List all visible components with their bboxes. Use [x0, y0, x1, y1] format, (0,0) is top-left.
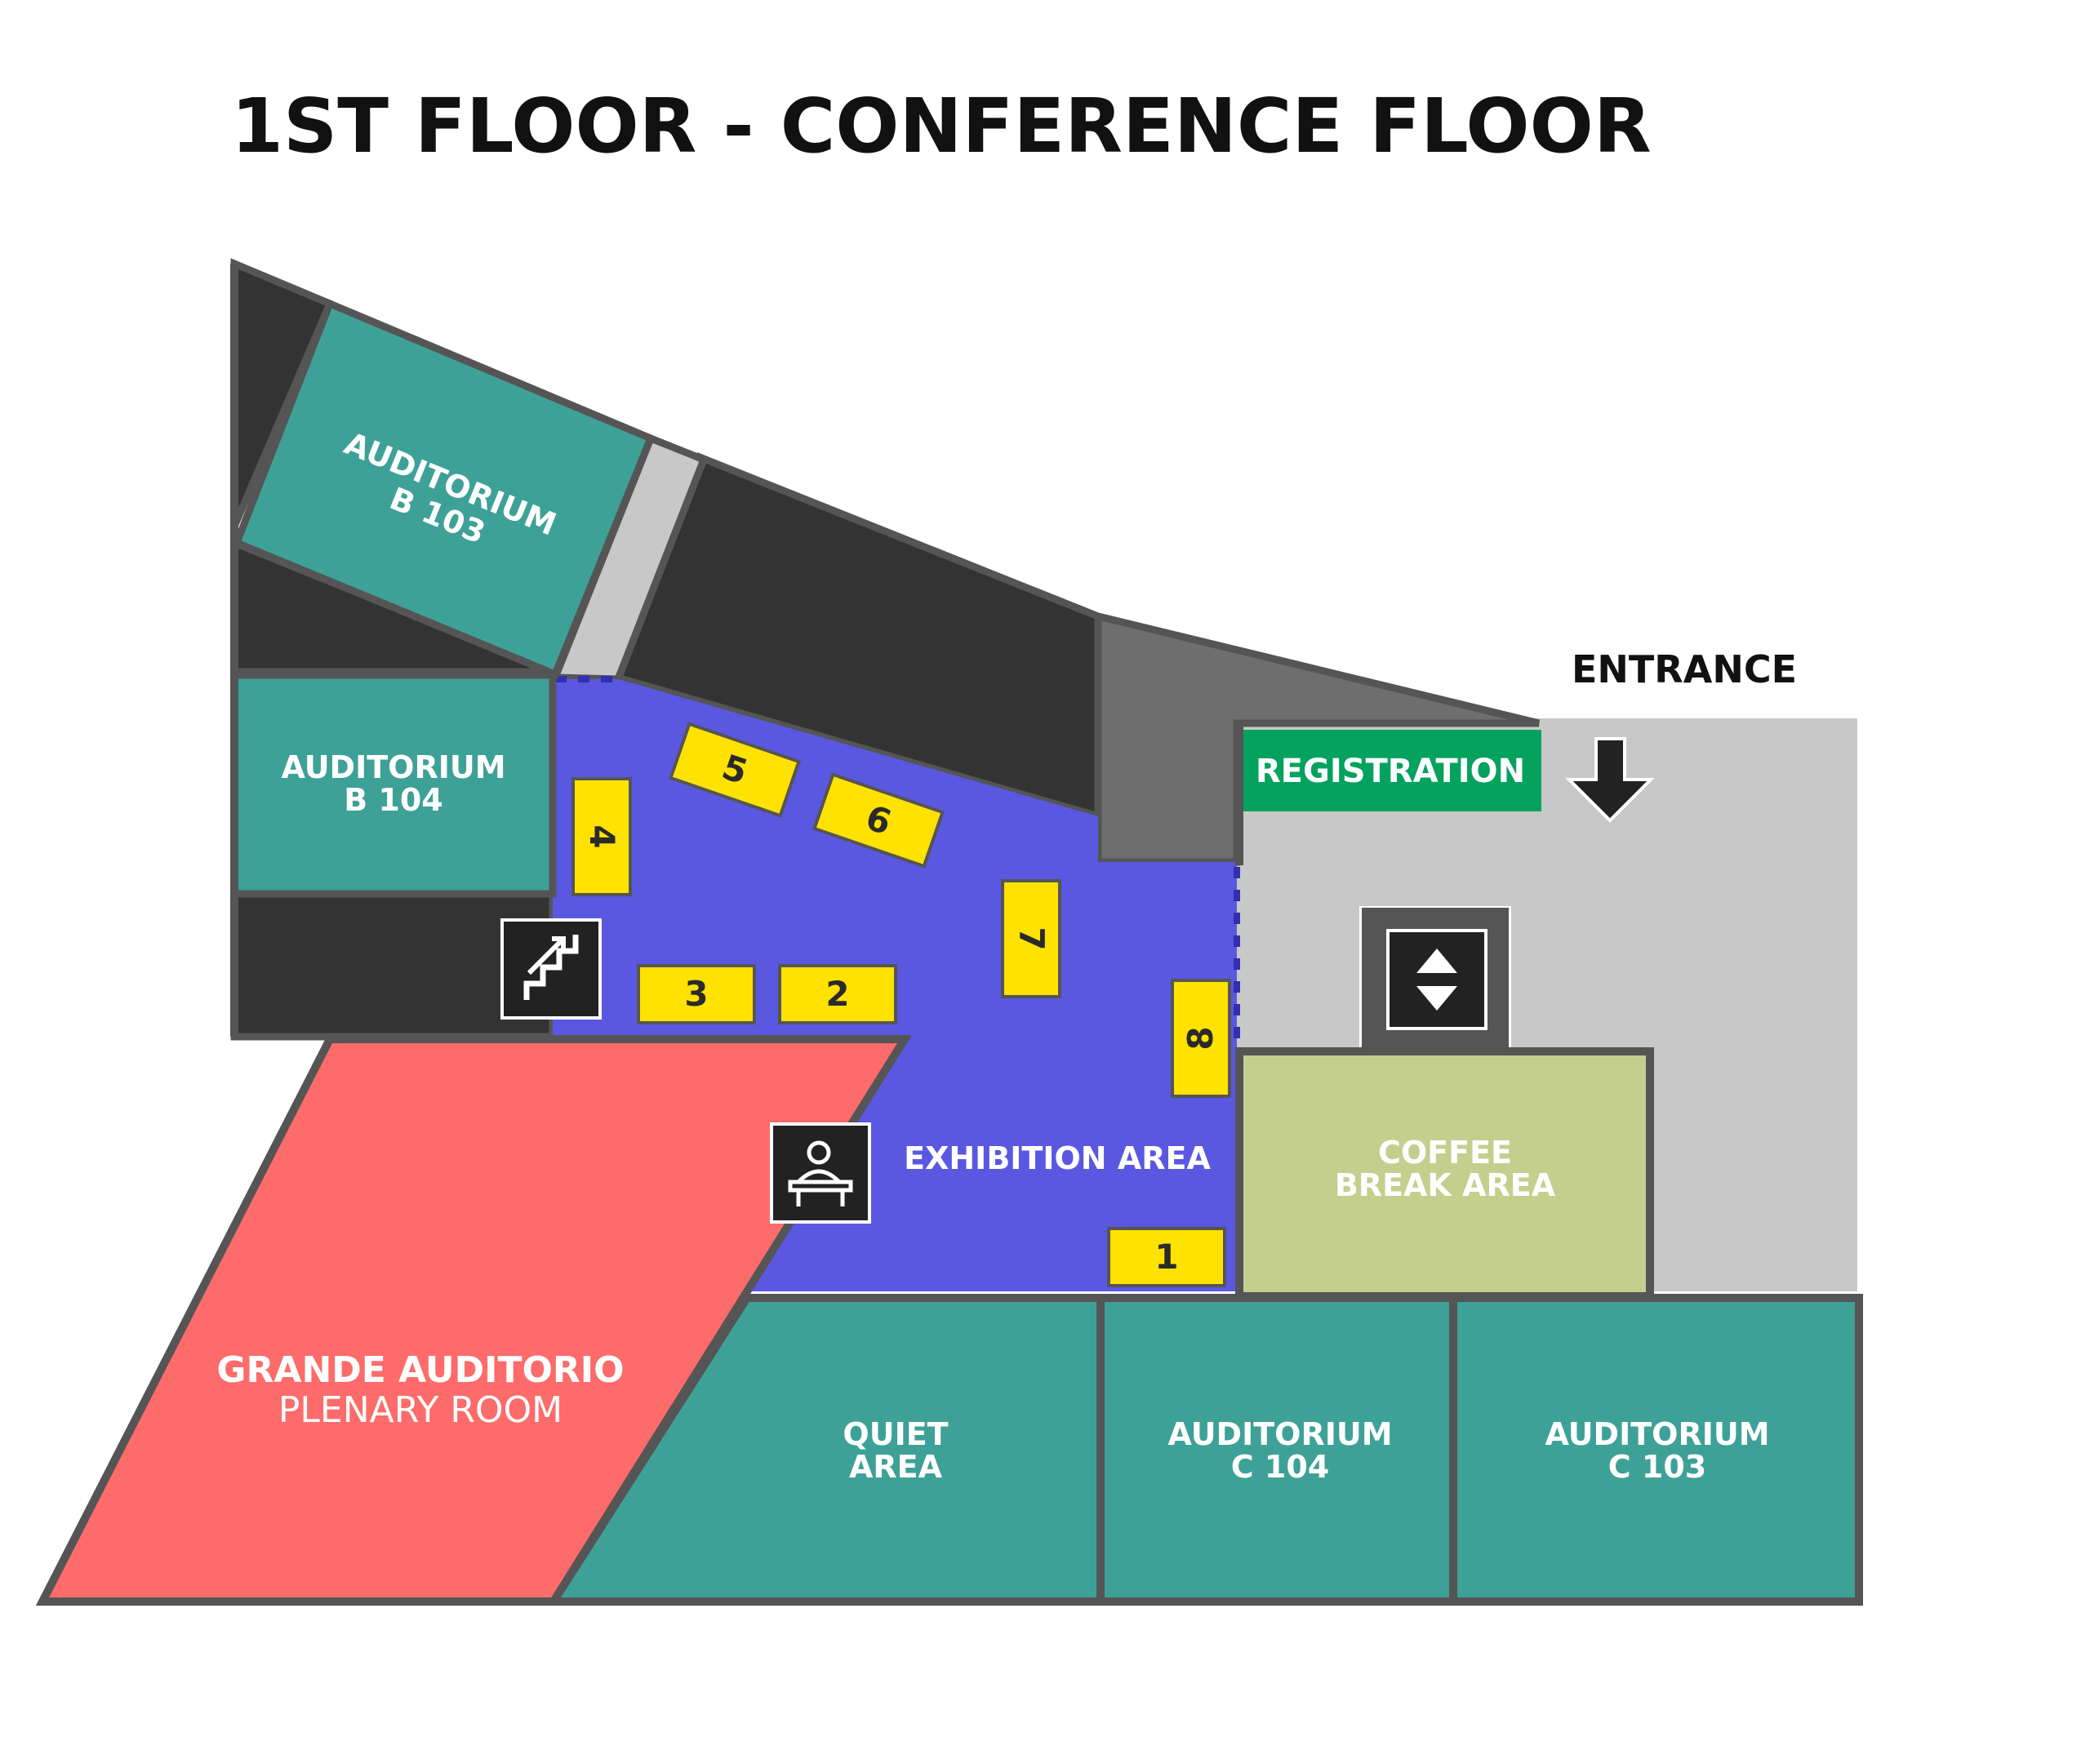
room-grande-auditorio-label-2: PLENARY ROOM [278, 1389, 563, 1431]
registration-desk[interactable] [1241, 730, 1541, 811]
booth-2[interactable]: 2 [778, 964, 897, 1024]
booth-7-label: 7 [1012, 926, 1052, 950]
room-auditorium-b104-label-2: B 104 [344, 782, 443, 818]
room-quiet-area-label-2: AREA [849, 1449, 943, 1485]
stairs-icon[interactable] [500, 918, 602, 1020]
booth-3-label: 3 [684, 974, 708, 1014]
booth-8[interactable]: 8 [1171, 979, 1231, 1098]
info-desk-icon[interactable] [770, 1122, 871, 1224]
entrance-lobby [1237, 718, 1857, 1291]
room-auditorium-c103[interactable] [1449, 1294, 1863, 1606]
room-quiet-area-label-1: QUIET [843, 1416, 948, 1452]
page-title: 1ST FLOOR - CONFERENCE FLOOR [231, 82, 1652, 170]
room-auditorium-c104[interactable] [1096, 1294, 1457, 1606]
registration-label: REGISTRATION [1256, 753, 1525, 790]
room-auditorium-c103-label-2: C 103 [1608, 1449, 1706, 1485]
elevator-icon[interactable] [1386, 929, 1487, 1030]
entrance-arrow-icon [1565, 737, 1655, 823]
room-grande-auditorio-label-1: GRANDE AUDITORIO [216, 1349, 624, 1391]
booth-2-label: 2 [825, 974, 849, 1014]
room-coffee-break-label-2: BREAK AREA [1335, 1167, 1556, 1203]
room-auditorium-c104-label-1: AUDITORIUM [1167, 1416, 1392, 1452]
booth-1[interactable]: 1 [1107, 1227, 1226, 1287]
booth-8-label: 8 [1181, 1026, 1221, 1050]
booth-6[interactable]: 6 [812, 772, 945, 869]
booth-7[interactable]: 7 [1001, 879, 1061, 998]
booth-3[interactable]: 3 [637, 964, 756, 1024]
room-coffee-break-label-1: COFFEE [1378, 1135, 1512, 1171]
room-coffee-break-area[interactable] [1235, 1047, 1654, 1300]
room-auditorium-c103-label-1: AUDITORIUM [1545, 1416, 1769, 1452]
room-auditorium-b104-label-1: AUDITORIUM [281, 749, 505, 785]
exhibition-area-label: EXHIBITION AREA [904, 1140, 1211, 1176]
entrance-label: ENTRANCE [1572, 647, 1797, 691]
booth-4-label: 4 [582, 824, 622, 848]
booth-5[interactable]: 5 [668, 722, 802, 818]
booth-1-label: 1 [1154, 1237, 1178, 1277]
room-auditorium-c104-label-2: C 104 [1231, 1449, 1329, 1485]
booth-4[interactable]: 4 [571, 777, 632, 896]
